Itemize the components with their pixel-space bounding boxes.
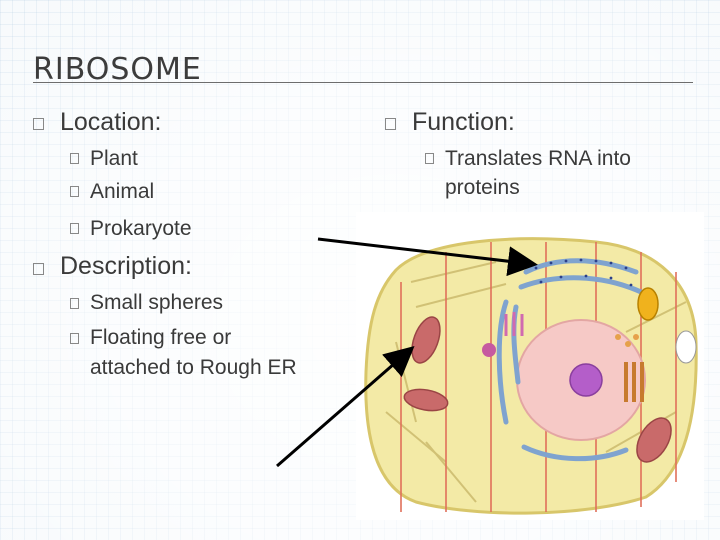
golgi-apparatus xyxy=(504,312,524,336)
arrow-to-rough-er xyxy=(317,237,538,277)
function-heading: Function: xyxy=(412,108,515,136)
description-item-floating-free: Floating free or xyxy=(90,326,232,349)
vacuole xyxy=(675,330,697,364)
function-line-2: proteins xyxy=(445,176,520,199)
description-item-attached-rough-er: attached to Rough ER xyxy=(90,356,297,379)
secretory-vesicles xyxy=(615,334,639,347)
location-item-animal: Animal xyxy=(90,180,155,203)
arrow-to-free-ribosome xyxy=(276,346,415,468)
animal-cell-diagram xyxy=(356,212,704,520)
description-item-small-spheres: Small spheres xyxy=(90,291,224,314)
lysosome xyxy=(637,287,659,321)
location-item-prokaryote: Prokaryote xyxy=(90,217,192,240)
cell-illustration xyxy=(364,237,698,515)
centrioles xyxy=(624,362,644,402)
location-heading: Location: xyxy=(60,108,162,136)
vesicle xyxy=(482,343,496,357)
function-line-1: Translates RNA into xyxy=(445,147,631,170)
description-heading: Description: xyxy=(60,252,192,280)
location-item-plant: Plant xyxy=(90,147,138,170)
nucleolus xyxy=(569,363,603,397)
mitochondria xyxy=(403,316,672,463)
microtubules xyxy=(400,242,677,512)
slide-title: RIBOSOME xyxy=(33,52,202,87)
ribosomes xyxy=(534,258,633,287)
title-underline xyxy=(33,82,693,83)
